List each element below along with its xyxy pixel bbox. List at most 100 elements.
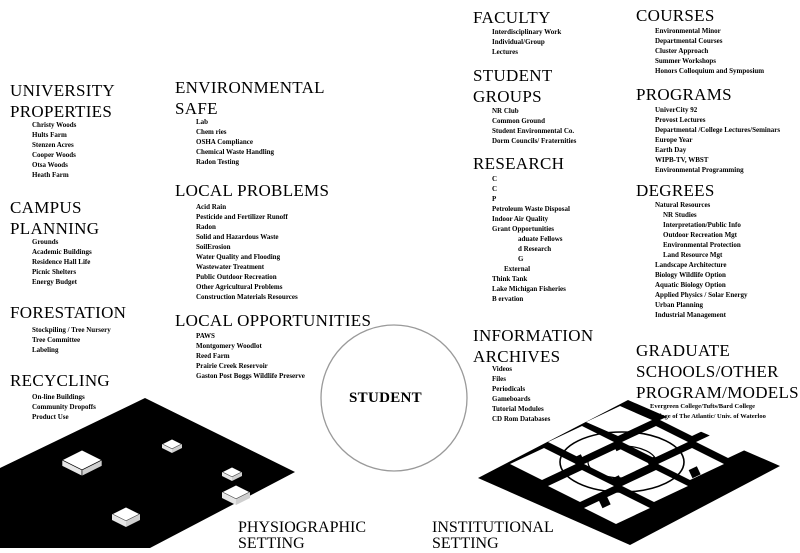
local-opportunities-title: LOCAL OPPORTUNITIES (175, 311, 372, 330)
list-item: Hults Farm (32, 131, 67, 139)
list-item: Construction Materials Resources (196, 293, 298, 301)
list-item: P (492, 195, 497, 203)
list-item: Picnic Shelters (32, 268, 77, 276)
list-item: Interdisciplinary Work (492, 28, 562, 36)
list-item: C (492, 185, 498, 193)
list-item: Natural Resources (655, 201, 711, 209)
list-item: Applied Physics / Solar Energy (655, 291, 748, 299)
list-item: Tree Committee (32, 336, 81, 344)
list-item: Gameboards (492, 395, 531, 403)
degrees-title: DEGREES (636, 181, 715, 200)
list-item: Residence Hall Life (32, 258, 91, 266)
list-item: Heath Farm (32, 171, 69, 179)
information-archives-title: INFORMATION ARCHIVES (473, 326, 594, 366)
information-archives-list: Videos Files Periodicals Gameboards Tuto… (492, 364, 550, 424)
student-groups-title: STUDENT GROUPS (473, 66, 553, 106)
list-item: Wastewater Treatment (196, 263, 265, 271)
local-opportunities-list: PAWS Montgomery Woodlot Reed Farm Prairi… (196, 331, 305, 381)
list-item: Provost Lectures (655, 116, 706, 124)
list-item: G (518, 255, 524, 263)
list-item: External (504, 265, 531, 273)
list-item: Radon (196, 223, 216, 231)
list-item: NR Studies (663, 211, 697, 219)
list-item: Chemical Waste Handling (196, 148, 275, 156)
list-item: Think Tank (492, 275, 528, 283)
list-item: Tutorial Modules (492, 405, 544, 413)
list-item: Aquatic Biology Option (655, 281, 726, 289)
list-item: Other Agricultural Problems (196, 283, 283, 291)
list-item: Urban Planning (655, 301, 704, 309)
physiographic-plane (0, 398, 295, 548)
list-item: Reed Farm (196, 352, 230, 360)
programs-list: UniverCity 92 Provost Lectures Departmen… (655, 105, 780, 175)
list-item: Outdoor Recreation Mgt (663, 231, 738, 239)
list-item: CD Rom Databases (492, 415, 551, 423)
list-item: Community Dropoffs (32, 403, 96, 411)
university-properties-title: UNIVERSITY PROPERTIES (10, 81, 115, 121)
list-item: Chem ries (196, 128, 227, 136)
list-item: d Research (518, 245, 552, 253)
graduate-schools-title: GRADUATE SCHOOLS/OTHER PROGRAM/MODELS (636, 341, 799, 402)
list-item: Petroleum Waste Disposal (492, 205, 570, 213)
list-item: Dorm Councils/ Fraternities (492, 137, 577, 145)
list-item: Land Resource Mgt (663, 251, 723, 259)
list-item: College of The Atlantic/ Univ. of Waterl… (650, 413, 766, 420)
institutional-setting-label: INSTITUTIONAL SETTING (432, 519, 554, 552)
environmental-safety-title: ENVIRONMENTAL SAFE (175, 78, 325, 118)
list-item: On-line Buildings (32, 393, 85, 401)
list-item: Summer Workshops (655, 57, 717, 65)
forestation-title: FORESTATION (10, 303, 127, 322)
list-item: Solid and Hazardous Waste (196, 233, 279, 241)
list-item: PAWS (196, 332, 215, 340)
list-item: Acid Rain (196, 203, 227, 211)
list-item: Environmental Programming (655, 166, 744, 174)
institutional-plane (478, 400, 780, 545)
list-item: Prairie Creek Reservoir (196, 362, 268, 370)
list-item: Academic Buildings (32, 248, 92, 256)
terrain-block (61, 449, 103, 477)
list-item: aduate Fellows (518, 235, 563, 243)
list-item: Pesticide and Fertilizer Runoff (196, 213, 288, 221)
list-item: Product Use (32, 413, 69, 421)
student-circle (320, 324, 468, 472)
list-item: Indoor Air Quality (492, 215, 549, 223)
list-item: Otsa Woods (32, 161, 68, 169)
university-properties-list: Christy Woods Hults Farm Stenzen Acres C… (32, 120, 76, 180)
list-item: Public Outdoor Recreation (196, 273, 277, 281)
campus-planning-title: CAMPUS PLANNING (10, 198, 100, 238)
list-item: Radon Testing (196, 158, 239, 166)
research-title: RESEARCH (473, 154, 565, 173)
list-item: Montgomery Woodlot (196, 342, 262, 350)
list-item: C (492, 175, 498, 183)
list-item: Departmental Courses (655, 37, 723, 45)
list-item: Biology Wildlife Option (655, 271, 726, 279)
list-item: Stockpiling / Tree Nursery (32, 326, 111, 334)
forestation-list: Stockpiling / Tree Nursery Tree Committe… (32, 325, 111, 355)
faculty-list: Interdisciplinary Work Individual/Group … (492, 27, 561, 57)
list-item: Grounds (32, 238, 59, 246)
list-item: OSHA Compliance (196, 138, 253, 146)
list-item: Cooper Woods (32, 151, 76, 159)
degrees-list: Natural Resources NR Studies Interpretat… (655, 200, 747, 320)
list-item: Stenzen Acres (32, 141, 74, 149)
list-item: Water Quality and Flooding (196, 253, 281, 261)
graduate-schools-list: Evergreen College/Tufts/Bard College Col… (650, 402, 766, 422)
list-item: Common Ground (492, 117, 545, 125)
list-item: Earth Day (655, 146, 687, 154)
list-item: Grant Opportunities (492, 225, 555, 233)
list-item: UniverCity 92 (655, 106, 698, 114)
student-label: STUDENT (349, 390, 422, 406)
list-item: Videos (492, 365, 512, 373)
list-item: Lake Michigan Fisheries (492, 285, 566, 293)
local-problems-list: Acid Rain Pesticide and Fertilizer Runof… (196, 202, 298, 302)
recycling-list: On-line Buildings Community Dropoffs Pro… (32, 392, 96, 422)
environmental-safety-list: Lab Chem ries OSHA Compliance Chemical W… (196, 117, 274, 167)
list-item: Europe Year (655, 136, 693, 144)
list-item: Honors Colloquium and Symposium (655, 67, 765, 75)
list-item: NR Club (492, 107, 519, 115)
list-item: Energy Budget (32, 278, 77, 286)
list-item: Files (492, 375, 506, 383)
list-item: Periodicals (492, 385, 526, 393)
list-item: WIPB-TV, WBST (655, 156, 709, 164)
